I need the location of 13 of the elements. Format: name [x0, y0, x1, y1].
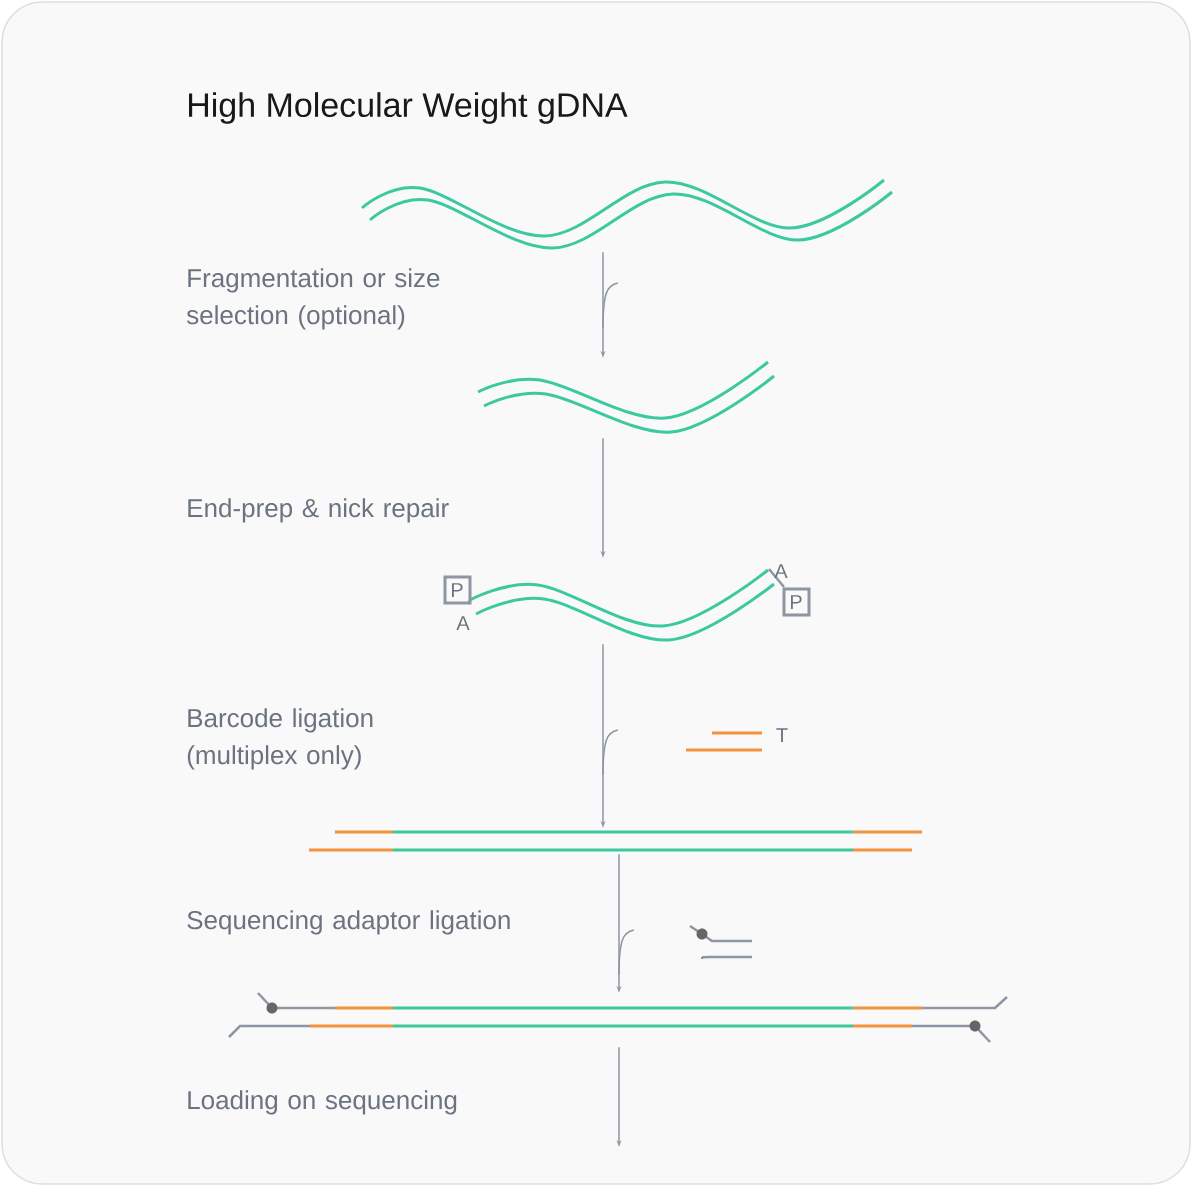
dna-drawing: [477, 360, 775, 434]
title: High Molecular Weight gDNA: [189, 92, 628, 124]
dna-drawing: [361, 178, 893, 250]
step-label: Fragmentation or size selection (optional): [186, 268, 440, 330]
step-label: Barcode ligation (multiplex only): [187, 708, 373, 770]
base-label: A: [774, 564, 788, 578]
step-label: Loading on sequencing: [188, 1090, 457, 1115]
base-label: T: [776, 728, 788, 742]
step-label: Sequencing adaptor ligation: [187, 910, 510, 935]
dna-drawing: [228, 992, 1008, 1043]
step-label: End-prep & nick repair: [188, 498, 449, 523]
base-label: A: [456, 616, 470, 630]
dna-drawing: [309, 830, 922, 852]
